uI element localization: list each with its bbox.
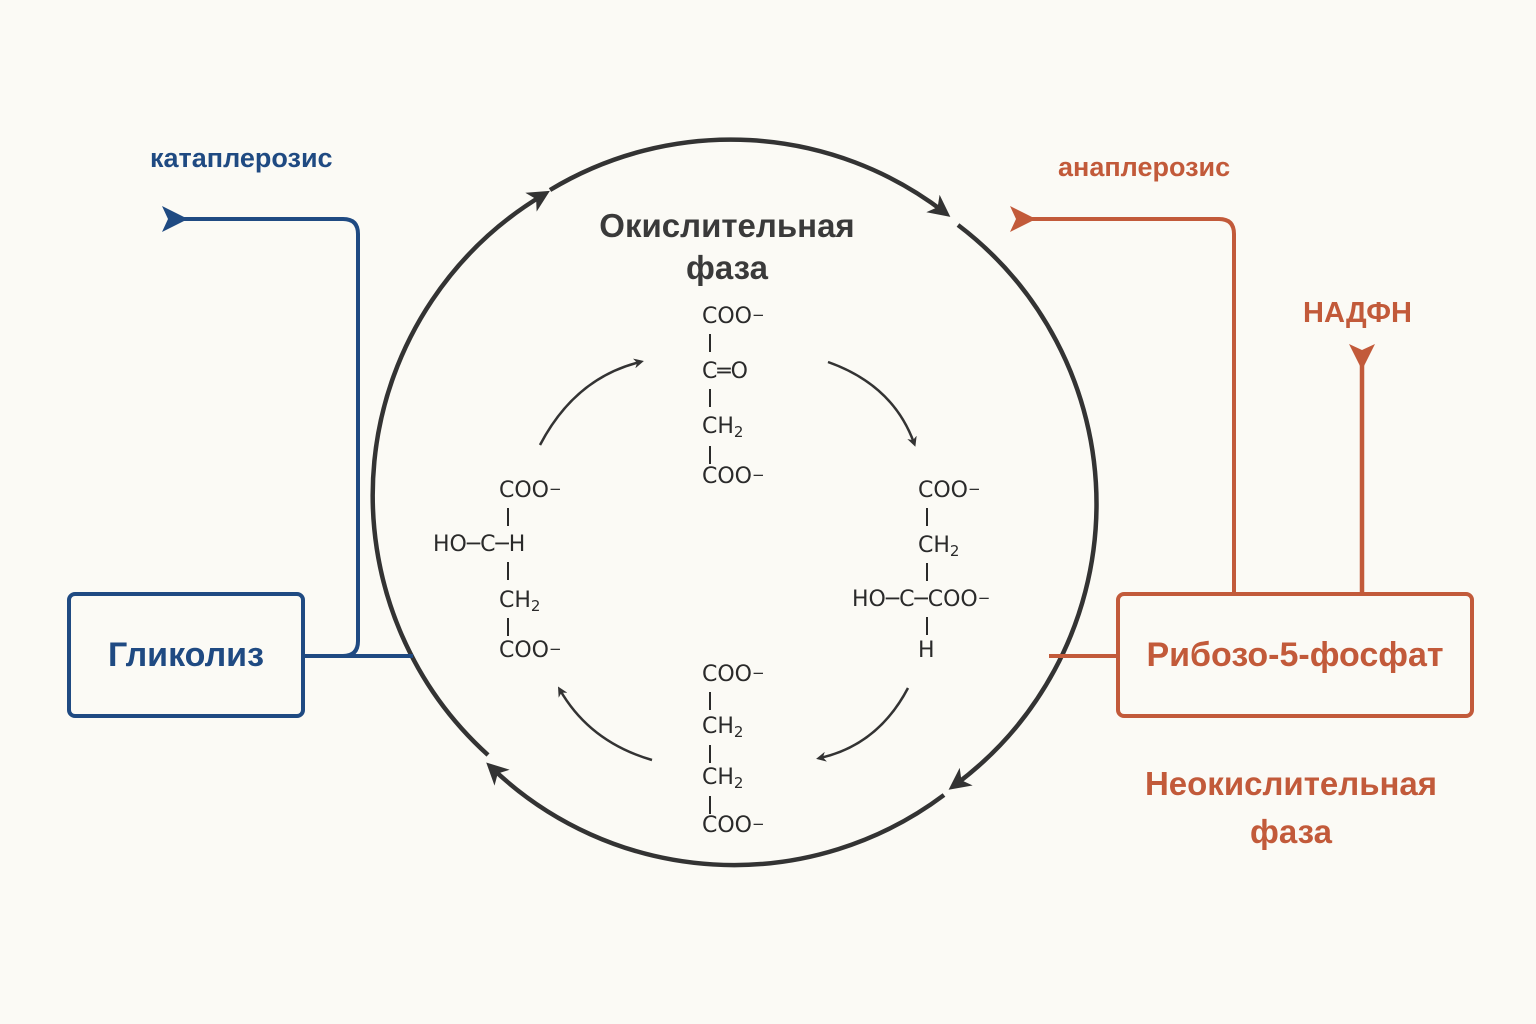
nonoxidative-phase-label: Неокислительная фаза bbox=[1120, 760, 1462, 856]
glycolysis-box: Гликолиз bbox=[67, 592, 305, 718]
molecule-oxaloacetate: COO− C═O CH2 COO− bbox=[700, 306, 780, 490]
ribose5p-box: Рибозо-5-фосфат bbox=[1116, 592, 1474, 718]
citrate-r2: CH bbox=[918, 533, 950, 558]
malate-r3-sub: 2 bbox=[530, 597, 541, 615]
malate-r1-charge: − bbox=[549, 480, 562, 498]
citrate-r4: H bbox=[918, 638, 935, 663]
malate-r1: COO bbox=[499, 478, 549, 503]
molecule-malate: COO− HO─C─H CH2 COO− bbox=[433, 478, 562, 663]
cataplerosis-label: катаплерозис bbox=[150, 143, 333, 173]
ribose5p-label: Рибозо-5-фосфат bbox=[1146, 635, 1444, 674]
malate-r4-charge: − bbox=[549, 640, 562, 658]
citrate-r3-left: HO bbox=[852, 587, 886, 612]
oxidative-phase-line1: Окислительная bbox=[599, 207, 855, 244]
cycle-arc-left bbox=[370, 190, 550, 757]
succinate-r4-charge: − bbox=[752, 815, 765, 833]
cycle-arc-top bbox=[548, 137, 951, 217]
nonoxidative-phase-line1: Неокислительная bbox=[1144, 765, 1438, 802]
cataplerosis-arrow bbox=[182, 219, 413, 658]
cycle-arc-bottom bbox=[486, 762, 946, 868]
nadph-label: НАДФН bbox=[1303, 297, 1412, 329]
anaplerosis-arrow bbox=[1010, 206, 1236, 593]
inner-arrow-top-left bbox=[538, 358, 644, 446]
anaplerosis-label: анаплерозис bbox=[1058, 152, 1231, 182]
oxaloacetate-r1-charge: − bbox=[752, 306, 765, 324]
oxaloacetate-r4: COO bbox=[702, 464, 752, 489]
malate-r3: CH bbox=[499, 588, 531, 613]
oxidative-phase-label: Окислительная фаза bbox=[562, 205, 892, 289]
malate-r2-left: HO bbox=[433, 532, 467, 557]
succinate-r2: CH bbox=[702, 714, 734, 739]
succinate-r3-sub: 2 bbox=[733, 774, 744, 792]
succinate-r4: COO bbox=[702, 813, 752, 838]
molecule-citrate: COO− CH2 HO─C─COO− H bbox=[852, 478, 991, 663]
inner-arrow-bottom-right bbox=[816, 687, 910, 762]
succinate-r2-sub: 2 bbox=[733, 723, 744, 741]
citrate-r1-charge: − bbox=[968, 480, 981, 498]
oxaloacetate-r3: CH bbox=[702, 414, 734, 439]
nonoxidative-phase-line2: фаза bbox=[1250, 813, 1332, 850]
malate-r2-right: H bbox=[508, 532, 526, 557]
inner-arrow-top-right bbox=[827, 360, 917, 447]
oxaloacetate-r1: COO bbox=[702, 304, 752, 329]
citrate-r3-charge: − bbox=[977, 589, 991, 607]
citrate-r3-c: C bbox=[899, 587, 915, 612]
glycolysis-label: Гликолиз bbox=[108, 635, 264, 674]
inner-arrow-bottom-left bbox=[557, 686, 653, 762]
citrate-r3-right: COO bbox=[927, 587, 978, 612]
cycle-arc-right bbox=[948, 223, 1099, 790]
malate-r4: COO bbox=[499, 638, 549, 663]
citrate-r1: COO bbox=[918, 478, 968, 503]
malate-r2-c: C bbox=[480, 532, 496, 557]
succinate-r3: CH bbox=[702, 765, 734, 790]
succinate-r1: COO bbox=[702, 662, 752, 687]
succinate-r1-charge: − bbox=[752, 664, 765, 682]
oxaloacetate-r2: C═O bbox=[702, 359, 748, 384]
oxaloacetate-r4-charge: − bbox=[752, 466, 765, 484]
oxaloacetate-r3-sub: 2 bbox=[733, 423, 744, 441]
citrate-r2-sub: 2 bbox=[949, 542, 960, 560]
molecule-succinate: COO− CH2 CH2 COO− bbox=[700, 664, 780, 844]
oxidative-phase-line2: фаза bbox=[686, 249, 768, 286]
